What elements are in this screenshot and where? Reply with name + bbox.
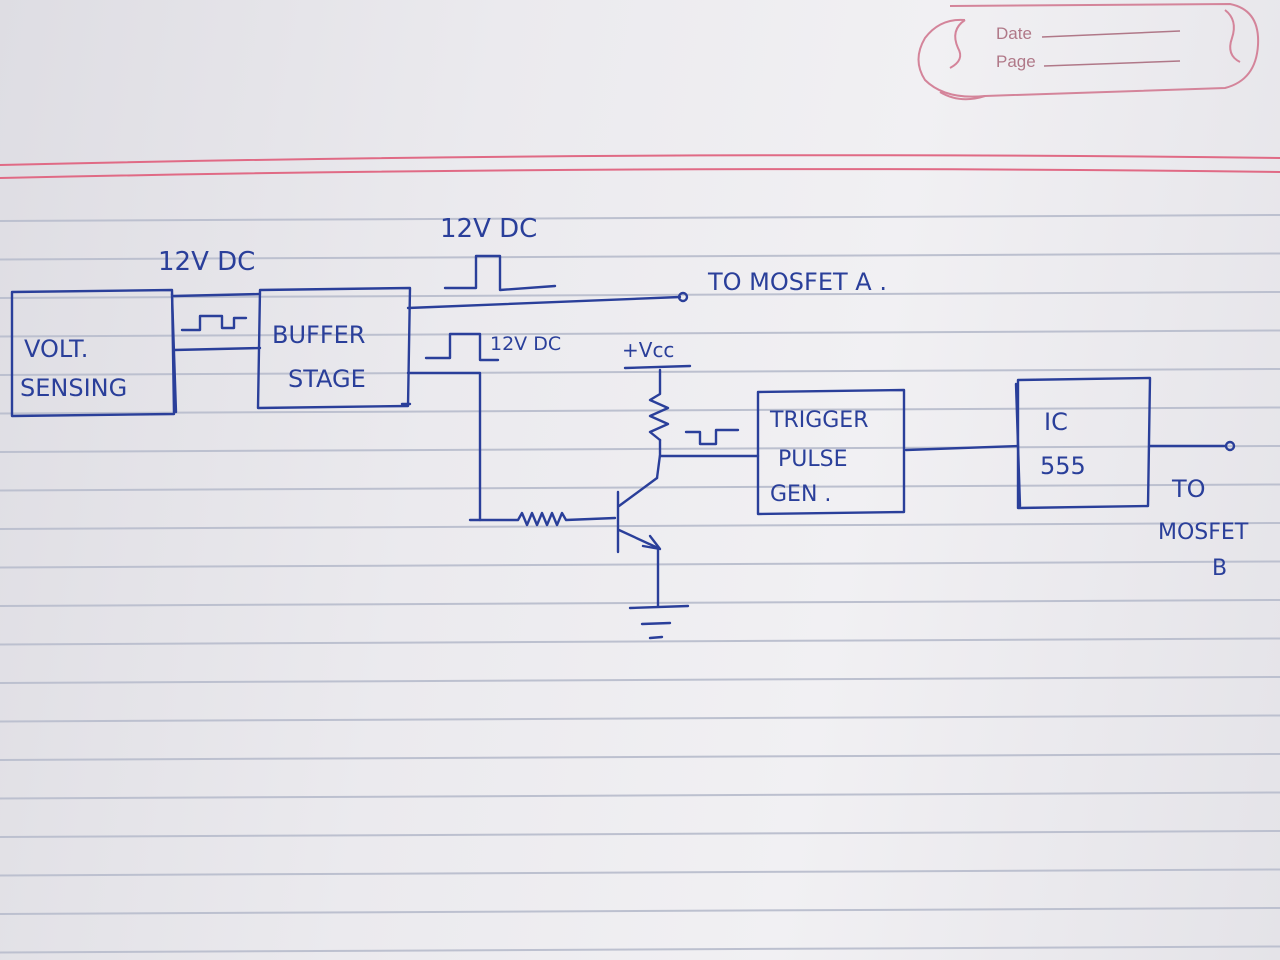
vcc-rail: [623, 364, 692, 370]
ruled-line: [0, 291, 1280, 299]
ruled-line: [0, 560, 1280, 569]
wire-collector: [655, 438, 662, 480]
page-label: Page: [996, 52, 1036, 71]
emitter-arrow: [641, 534, 662, 551]
ruled-line: [0, 907, 1280, 915]
buffer-stage-box: [256, 286, 412, 410]
ic-555-line2: 555: [1040, 452, 1086, 480]
volt-sensing-box: [10, 288, 176, 418]
base-resistor: [468, 511, 617, 527]
to-mosfet-b-line2: MOSFET: [1158, 520, 1249, 545]
ground-line-3: [648, 635, 664, 640]
date-label: Date: [996, 24, 1032, 43]
ruled-line: [0, 445, 1280, 453]
buffer-stage-line2: STAGE: [288, 365, 366, 393]
pulse-icon-trigger: [684, 428, 740, 446]
buffer-stage-line1: BUFFER: [272, 321, 365, 349]
wire-volt-buffer-top: [172, 292, 262, 298]
pulse-icon-lower: [424, 332, 500, 362]
ruled-line: [0, 214, 1280, 222]
trigger-line2: PULSE: [778, 447, 848, 472]
wire-to-mosfet-a: [406, 295, 682, 310]
ground-line-1: [628, 604, 690, 610]
header-margin-lines: [0, 154, 1280, 179]
vcc-label: +Vcc: [622, 338, 674, 362]
to-mosfet-a-label: TO MOSFET A .: [707, 268, 887, 296]
wire-buffer-to-base: [406, 371, 482, 522]
dc-in-label: 12V DC: [158, 247, 255, 277]
ruled-line: [0, 830, 1280, 838]
to-mosfet-b-line3: B: [1212, 556, 1227, 581]
pulse-icon-1: [180, 314, 248, 332]
ruled-line: [0, 945, 1280, 954]
volt-sensing-line2: SENSING: [20, 374, 127, 402]
ground-line-2: [640, 621, 672, 626]
to-mosfet-b-line1: TO: [1171, 475, 1206, 503]
transistor-emitter: [617, 528, 660, 550]
ruled-line: [0, 676, 1280, 684]
ruled-line: [0, 252, 1280, 261]
wire-volt-buffer-bottom: [172, 346, 262, 352]
ruled-line: [0, 753, 1280, 761]
transistor-collector: [617, 476, 659, 508]
trigger-line1: TRIGGER: [769, 408, 869, 433]
collector-resistor: [648, 368, 670, 442]
ic-555-box: [1016, 376, 1152, 510]
ruled-line: [0, 637, 1280, 646]
ruled-line: [0, 714, 1280, 723]
circuit-ink: [10, 254, 1236, 640]
ruled-line: [0, 868, 1280, 877]
volt-sensing-line1: VOLT.: [24, 335, 88, 363]
date-page-fill-lines: [1041, 30, 1181, 67]
wire-trigger-ic: [904, 444, 1020, 452]
terminal-mosfet-b: [1224, 440, 1236, 452]
dc-top-label: 12V DC: [440, 214, 537, 244]
ruled-lines: [0, 214, 1280, 954]
ruled-line: [0, 522, 1280, 530]
ic-555-line1: IC: [1044, 408, 1068, 436]
dc-lower-label: 12V DC: [490, 333, 561, 355]
pulse-icon-top: [443, 254, 557, 292]
ruled-line: [0, 483, 1280, 492]
date-page-box: [917, 2, 1260, 101]
trigger-line3: GEN .: [770, 482, 831, 507]
trigger-pulse-gen-box: [756, 388, 906, 516]
ruled-line: [0, 368, 1280, 376]
ruled-line: [0, 406, 1280, 415]
terminal-mosfet-a: [677, 291, 689, 303]
ruled-line: [0, 599, 1280, 607]
ruled-line: [0, 329, 1280, 338]
ruled-line: [0, 791, 1280, 800]
